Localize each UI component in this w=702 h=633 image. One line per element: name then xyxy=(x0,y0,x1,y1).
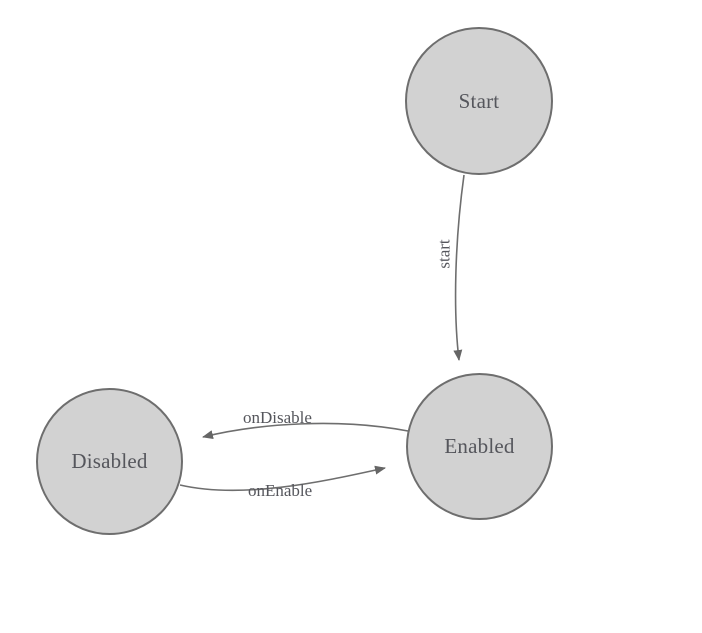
edge-enabled-to-disabled xyxy=(202,422,409,439)
edge-start-to-enabled xyxy=(453,174,465,361)
edge-label-onenable: onEnable xyxy=(248,481,313,500)
state-node-enabled[interactable]: Enabled xyxy=(406,373,553,520)
edge-label-ondisable: onDisable xyxy=(243,408,312,427)
edge-disabled-to-enabled xyxy=(179,465,386,492)
state-node-label: Start xyxy=(458,88,500,113)
edge-label-start: start xyxy=(434,239,454,269)
state-node-label: Enabled xyxy=(444,434,515,458)
state-node-start[interactable]: Start xyxy=(405,27,553,175)
state-node-disabled[interactable]: Disabled xyxy=(36,388,183,535)
state-node-label: Disabled xyxy=(71,449,148,473)
